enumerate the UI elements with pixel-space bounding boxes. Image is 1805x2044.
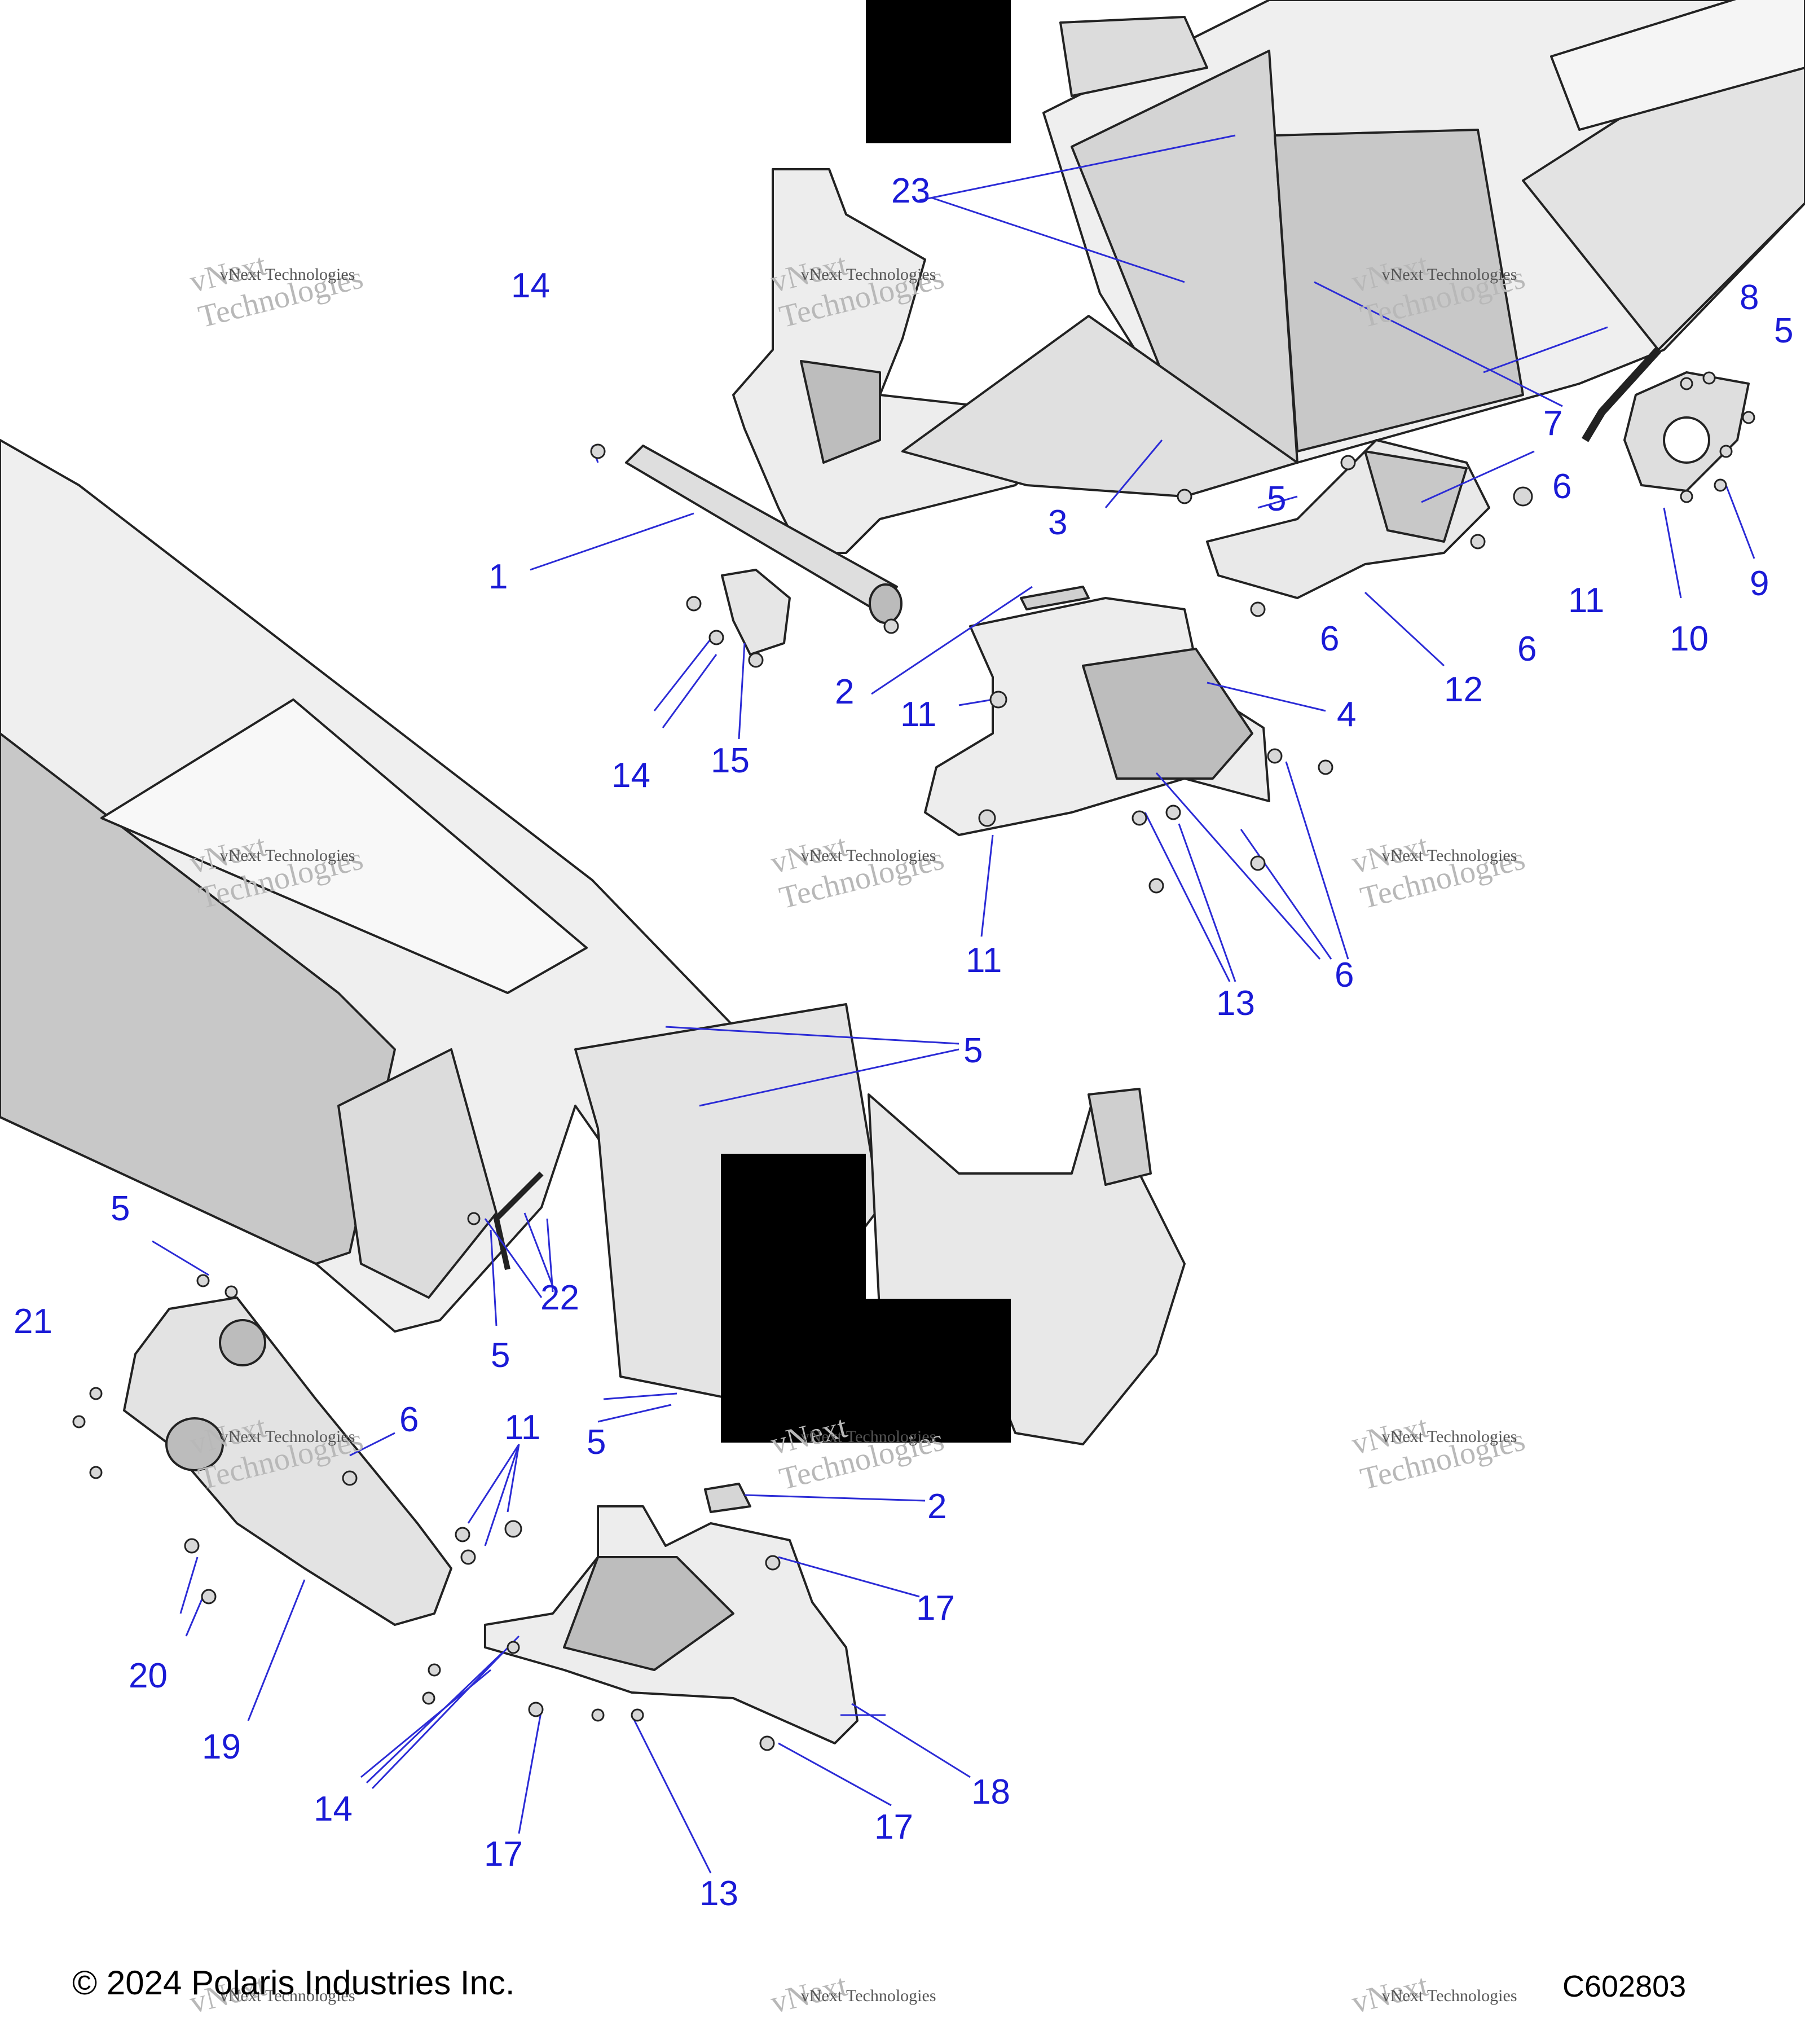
callout-5: 5 — [491, 1336, 510, 1375]
callout-17: 17 — [874, 1808, 913, 1847]
upper-bulkhead-frame — [732, 168, 1298, 554]
front-arm-part-12 — [1206, 439, 1490, 599]
callout-3: 3 — [1048, 503, 1068, 542]
callout-5: 5 — [1774, 311, 1794, 350]
leader-lines — [152, 134, 1755, 1874]
callout-14: 14 — [511, 266, 550, 305]
callout-6: 6 — [1517, 630, 1537, 669]
callout-2: 2 — [927, 1487, 947, 1526]
callout-15: 15 — [711, 741, 750, 780]
bracket-part-15 — [721, 569, 791, 656]
fasteners — [72, 371, 1755, 1751]
callout-17: 17 — [484, 1835, 523, 1874]
callout-23: 23 — [891, 172, 930, 210]
callout-5: 5 — [111, 1189, 130, 1228]
callout-14: 14 — [314, 1790, 353, 1828]
plate-part-2-lower — [704, 1483, 751, 1513]
callout-6: 6 — [399, 1400, 419, 1439]
cross-tube-part-1 — [625, 445, 902, 624]
callout-2: 2 — [835, 672, 855, 711]
callout-12: 12 — [1444, 670, 1483, 709]
drawing-id: C602803 — [1562, 1970, 1687, 2003]
callout-6: 6 — [1335, 956, 1354, 995]
upper-tunnel-assembly — [1042, 0, 1805, 464]
callout-11: 11 — [1568, 581, 1605, 620]
callout-9: 9 — [1750, 564, 1769, 603]
redaction-block-bottom-upper — [721, 1154, 866, 1443]
callout-11: 11 — [504, 1408, 541, 1447]
callout-11: 11 — [900, 695, 937, 734]
callout-14: 14 — [611, 756, 650, 795]
strap-part-8 — [1581, 347, 1662, 442]
callout-4: 4 — [1337, 695, 1357, 734]
callout-5: 5 — [963, 1031, 983, 1070]
chaincase-part-19 — [123, 1296, 452, 1626]
callout-6: 6 — [1320, 619, 1340, 658]
callout-8: 8 — [1740, 278, 1759, 317]
callout-21: 21 — [14, 1302, 52, 1341]
redaction-block-top — [866, 0, 1011, 143]
callout-18: 18 — [971, 1773, 1010, 1812]
strap-part-22 — [494, 1171, 544, 1271]
callout-5: 5 — [587, 1423, 606, 1462]
callout-13: 13 — [1216, 984, 1255, 1023]
callout-17: 17 — [916, 1589, 955, 1628]
callout-10: 10 — [1670, 619, 1709, 658]
callout-6: 6 — [1552, 467, 1572, 506]
copyright-notice: © 2024 Polaris Industries Inc. — [72, 1964, 515, 2002]
mount-bracket-part-18 — [484, 1505, 859, 1744]
redaction-block-bottom-right — [866, 1299, 1011, 1443]
callout-1: 1 — [488, 557, 508, 596]
callout-11: 11 — [966, 941, 1002, 980]
callout-20: 20 — [129, 1656, 168, 1695]
callout-19: 19 — [202, 1727, 241, 1766]
callout-13: 13 — [699, 1874, 738, 1913]
callout-5: 5 — [1267, 480, 1287, 518]
callout-7: 7 — [1543, 404, 1563, 443]
callout-22: 22 — [540, 1278, 579, 1317]
mount-bracket-part-4 — [924, 586, 1270, 836]
